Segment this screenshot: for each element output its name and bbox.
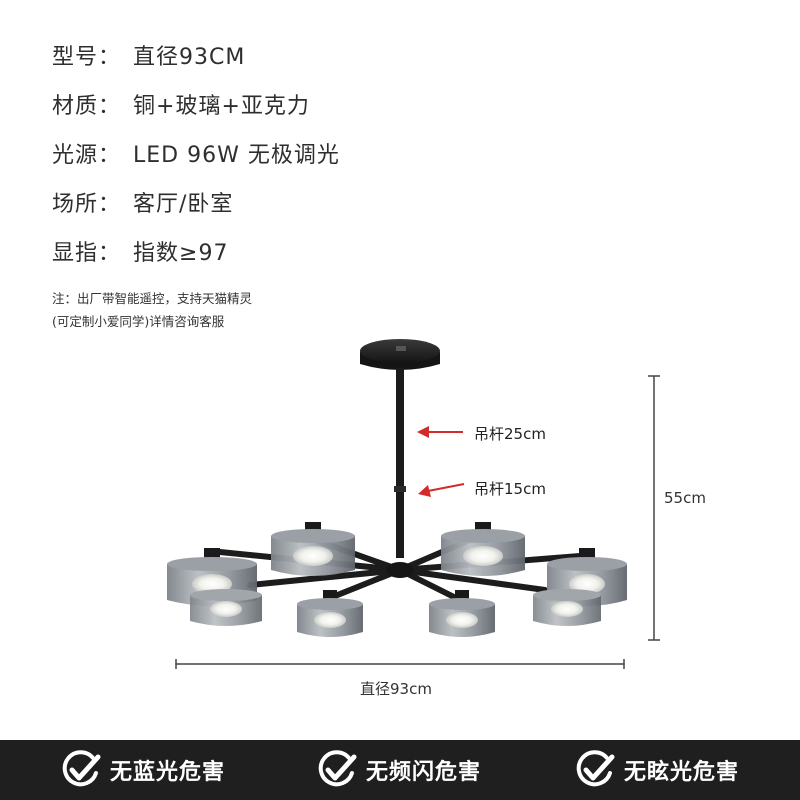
badge-label: 无蓝光危害 — [110, 760, 226, 785]
spec-list: 型号： 直径93CM 材质： 铜+玻璃+亚克力 光源： LED 96W 无极调光 场所… — [52, 42, 340, 287]
badge-label: 无频闪危害 — [366, 760, 482, 785]
check-circle-icon — [576, 750, 615, 787]
height-dimension-line — [648, 375, 660, 641]
ceiling-canopy — [360, 339, 440, 370]
spec-row-location: 场所： 客厅/卧室 — [52, 189, 340, 238]
rod-long-label: 吊杆25cm — [474, 425, 546, 443]
spec-value: 指数≥97 — [133, 241, 229, 266]
badge-no-flicker: 无频闪危害 — [316, 740, 481, 800]
spec-row-light-source: 光源： LED 96W 无极调光 — [52, 140, 340, 189]
spec-label: 材质： — [52, 94, 122, 119]
lamp-shade — [190, 589, 262, 626]
spec-row-cri: 显指： 指数≥97 — [52, 238, 340, 287]
badge-label: 无眩光危害 — [624, 760, 740, 785]
spec-label: 光源： — [52, 143, 122, 168]
spec-row-material: 材质： 铜+玻璃+亚克力 — [52, 91, 340, 140]
lamp-shade — [297, 590, 363, 637]
spec-row-model: 型号： 直径93CM — [52, 42, 340, 91]
diameter-dimension-line — [175, 659, 625, 669]
spec-value: LED 96W 无极调光 — [133, 143, 340, 168]
height-label: 55cm — [664, 489, 706, 507]
spec-label: 场所： — [52, 192, 122, 217]
hanging-rod — [396, 368, 404, 558]
lamp-shade — [533, 589, 601, 626]
badge-no-blue-light: 无蓝光危害 — [60, 740, 225, 800]
rod-short-label: 吊杆15cm — [474, 480, 546, 498]
diameter-label: 直径93cm — [360, 680, 432, 698]
spec-value: 直径93CM — [133, 45, 246, 70]
spec-value: 客厅/卧室 — [133, 192, 234, 217]
spec-label: 显指： — [52, 241, 122, 266]
chandelier-illustration — [167, 339, 660, 669]
spec-value: 铜+玻璃+亚克力 — [133, 94, 310, 119]
spec-label: 型号： — [52, 45, 122, 70]
lamp-shade — [441, 522, 525, 576]
notes: 注：出厂带智能遥控，支持天猫精灵 (可定制小爱同学)详情咨询客服 — [52, 287, 252, 333]
lamp-shade — [547, 548, 627, 606]
arrow-down-left-icon — [418, 483, 465, 497]
feature-badge-bar: 无蓝光危害 无频闪危害 无眩光危害 — [0, 740, 800, 800]
check-circle-icon — [62, 750, 101, 787]
note-line: 注：出厂带智能遥控，支持天猫精灵 — [52, 291, 253, 306]
badge-no-glare: 无眩光危害 — [574, 740, 739, 800]
check-circle-icon — [318, 750, 357, 787]
lamp-shade — [271, 522, 355, 576]
arrow-left-icon — [417, 426, 463, 438]
note-line: (可定制小爱同学)详情咨询客服 — [52, 314, 225, 329]
lamp-shade — [429, 590, 495, 637]
